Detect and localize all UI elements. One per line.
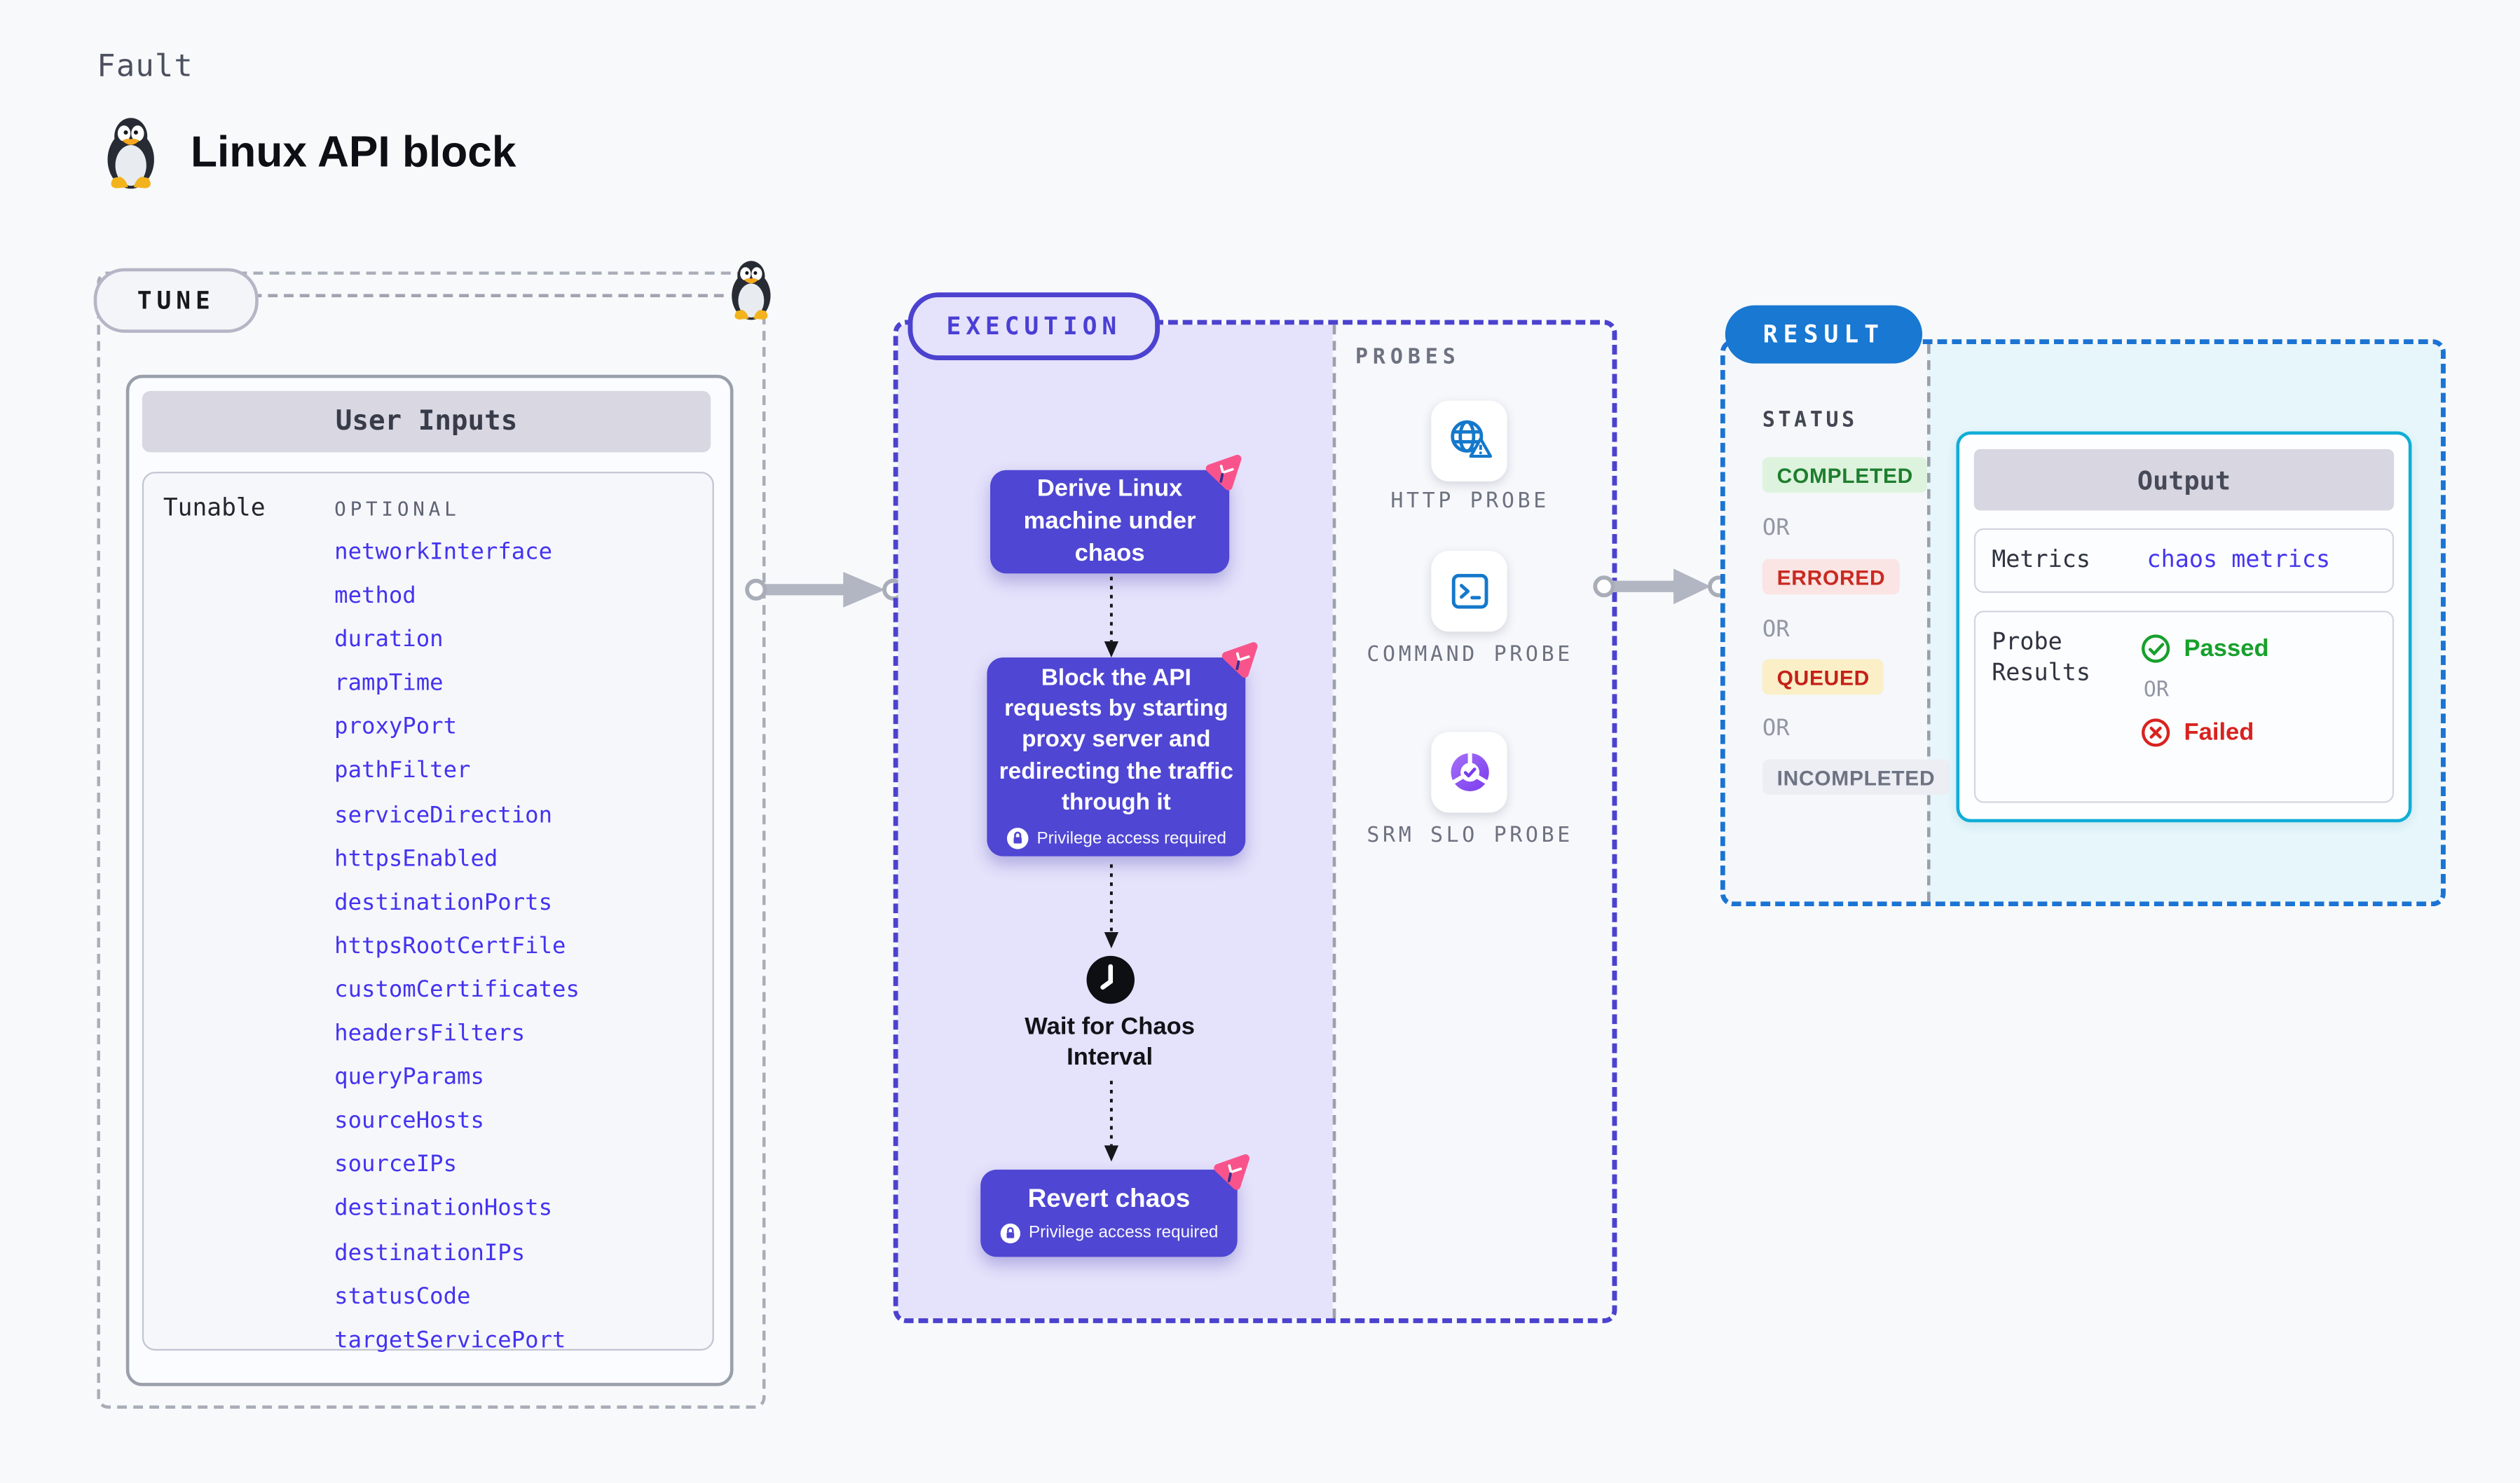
tux-penguin-small-icon [732, 261, 771, 320]
block-api-node: Block the API requests by starting proxy… [987, 642, 1258, 856]
param-item: method [334, 583, 416, 610]
status-label: STATUS [1762, 409, 1858, 433]
or-separator: OR [1762, 716, 1790, 742]
param-item: headersFilters [334, 1020, 526, 1047]
param-item: queryParams [334, 1065, 484, 1091]
revert-step-text: Revert chaos [1027, 1186, 1191, 1215]
param-list: networkInterface method duration rampTime pr… [334, 531, 580, 1363]
flow-arrow-3 [1104, 1081, 1119, 1162]
clock-icon [1086, 955, 1135, 1004]
user-inputs-title: User Inputs [142, 390, 711, 453]
tune-to-execution-arrow [745, 572, 905, 608]
lock-icon [1006, 827, 1029, 849]
tunables-table: Tunable OPTIONAL networkInterface method d… [142, 472, 714, 1353]
http-probe-label: HTTP PROBE [1390, 489, 1549, 514]
http-probe-card [1431, 400, 1507, 481]
probes-area [1332, 324, 1612, 1318]
metrics-value: chaos metrics [2146, 547, 2331, 574]
command-probe-label: COMMAND PROBE [1367, 643, 1573, 668]
command-probe-card [1431, 551, 1507, 632]
x-circle-icon [2142, 718, 2170, 747]
tune-section [97, 271, 766, 1409]
tux-penguin-icon [107, 118, 154, 189]
passed-line: Passed [2140, 634, 2269, 664]
srm-slo-probe-label: SRM SLO PROBE [1367, 823, 1573, 849]
param-item: httpsEnabled [334, 846, 498, 872]
derive-step-text: Derive Linux machine under chaos [1023, 475, 1196, 567]
terminal-icon [1451, 573, 1488, 609]
revert-chaos-node: Revert chaos Privilege access required [980, 1154, 1249, 1257]
privilege-note-text: Privilege access required [1036, 828, 1226, 848]
chaos-fault-icon [1205, 454, 1242, 491]
probe-results-values: Passed OR Failed [2140, 613, 2269, 749]
metrics-label: Metrics [1992, 547, 2091, 574]
output-title: Output [1973, 449, 2395, 511]
status-badge-errored: ERRORED [1762, 559, 1901, 595]
param-item: pathFilter [334, 758, 471, 785]
derive-machine-node: Derive Linux machine under chaos [990, 454, 1242, 574]
check-circle-icon [2142, 634, 2170, 663]
page-title: Linux API block [191, 128, 516, 177]
wait-step-text: Wait for Chaos Interval [1025, 1013, 1195, 1072]
execution-pill: EXECUTION [908, 292, 1160, 361]
probes-label: PROBES [1355, 346, 1460, 370]
privilege-note-text: Privilege access required [1028, 1223, 1219, 1243]
param-item: proxyPort [334, 714, 458, 741]
param-item: duration [334, 627, 444, 653]
metrics-row: Metrics chaos metrics [1973, 528, 2395, 593]
or-separator: OR [2143, 678, 2169, 703]
privilege-note: Privilege access required [999, 1222, 1218, 1243]
status-badge-queued: QUEUED [1762, 659, 1884, 695]
optional-column-label: OPTIONAL [334, 497, 460, 521]
tunable-row-label: Tunable [163, 493, 266, 522]
failed-line: Failed [2140, 717, 2268, 748]
status-badge-completed: COMPLETED [1762, 457, 1928, 493]
param-item: customCertificates [334, 977, 580, 1004]
chaos-fault-icon [1221, 642, 1258, 678]
privilege-note: Privilege access required [1006, 827, 1226, 849]
chaos-fault-icon [1214, 1154, 1249, 1190]
block-step-text: Block the API requests by starting proxy… [999, 666, 1233, 816]
flow-arrow-2 [1104, 864, 1119, 949]
or-separator: OR [1762, 617, 1790, 643]
param-item: httpsRootCertFile [334, 933, 566, 959]
probes-divider [1332, 324, 1336, 1318]
param-item: sourceHosts [334, 1108, 484, 1135]
param-item: networkInterface [334, 539, 553, 566]
param-item: destinationIPs [334, 1240, 526, 1266]
param-item: rampTime [334, 671, 444, 697]
or-separator: OR [1762, 515, 1790, 542]
fault-kicker: Fault [97, 48, 193, 84]
tune-pill: TUNE [93, 268, 259, 333]
srm-slo-probe-card [1431, 732, 1507, 813]
status-area [1725, 343, 1927, 902]
probe-results-label: Probe Results [1992, 629, 2091, 687]
probe-results-row: Probe Results Passed OR [1973, 610, 2395, 803]
result-pill: RESULT [1725, 305, 1923, 364]
param-item: destinationPorts [334, 889, 553, 916]
param-item: serviceDirection [334, 802, 553, 828]
lock-icon [1000, 1222, 1020, 1243]
slo-gauge-icon [1450, 753, 1488, 791]
execution-section: PROBES HTTP PROBE [893, 320, 1617, 1323]
result-section: STATUS COMPLETED OR ERRORED OR QUEUED OR… [1720, 339, 2446, 907]
output-panel: Output Metrics chaos metrics Probe Resul… [1956, 431, 2412, 823]
execution-to-result-arrow [1593, 568, 1729, 605]
status-badge-incompleted: INCOMPLETED [1762, 759, 1950, 795]
param-item: targetServicePort [334, 1327, 566, 1353]
param-item: destinationHosts [334, 1196, 553, 1222]
param-item: sourceIPs [334, 1152, 458, 1179]
result-divider [1926, 343, 1931, 902]
flow-arrow-1 [1104, 576, 1119, 658]
param-item: statusCode [334, 1283, 471, 1310]
passed-label: Passed [2184, 634, 2269, 663]
tune-connector-line [252, 294, 724, 298]
globe-alert-icon [1450, 420, 1491, 458]
failed-label: Failed [2184, 718, 2254, 746]
